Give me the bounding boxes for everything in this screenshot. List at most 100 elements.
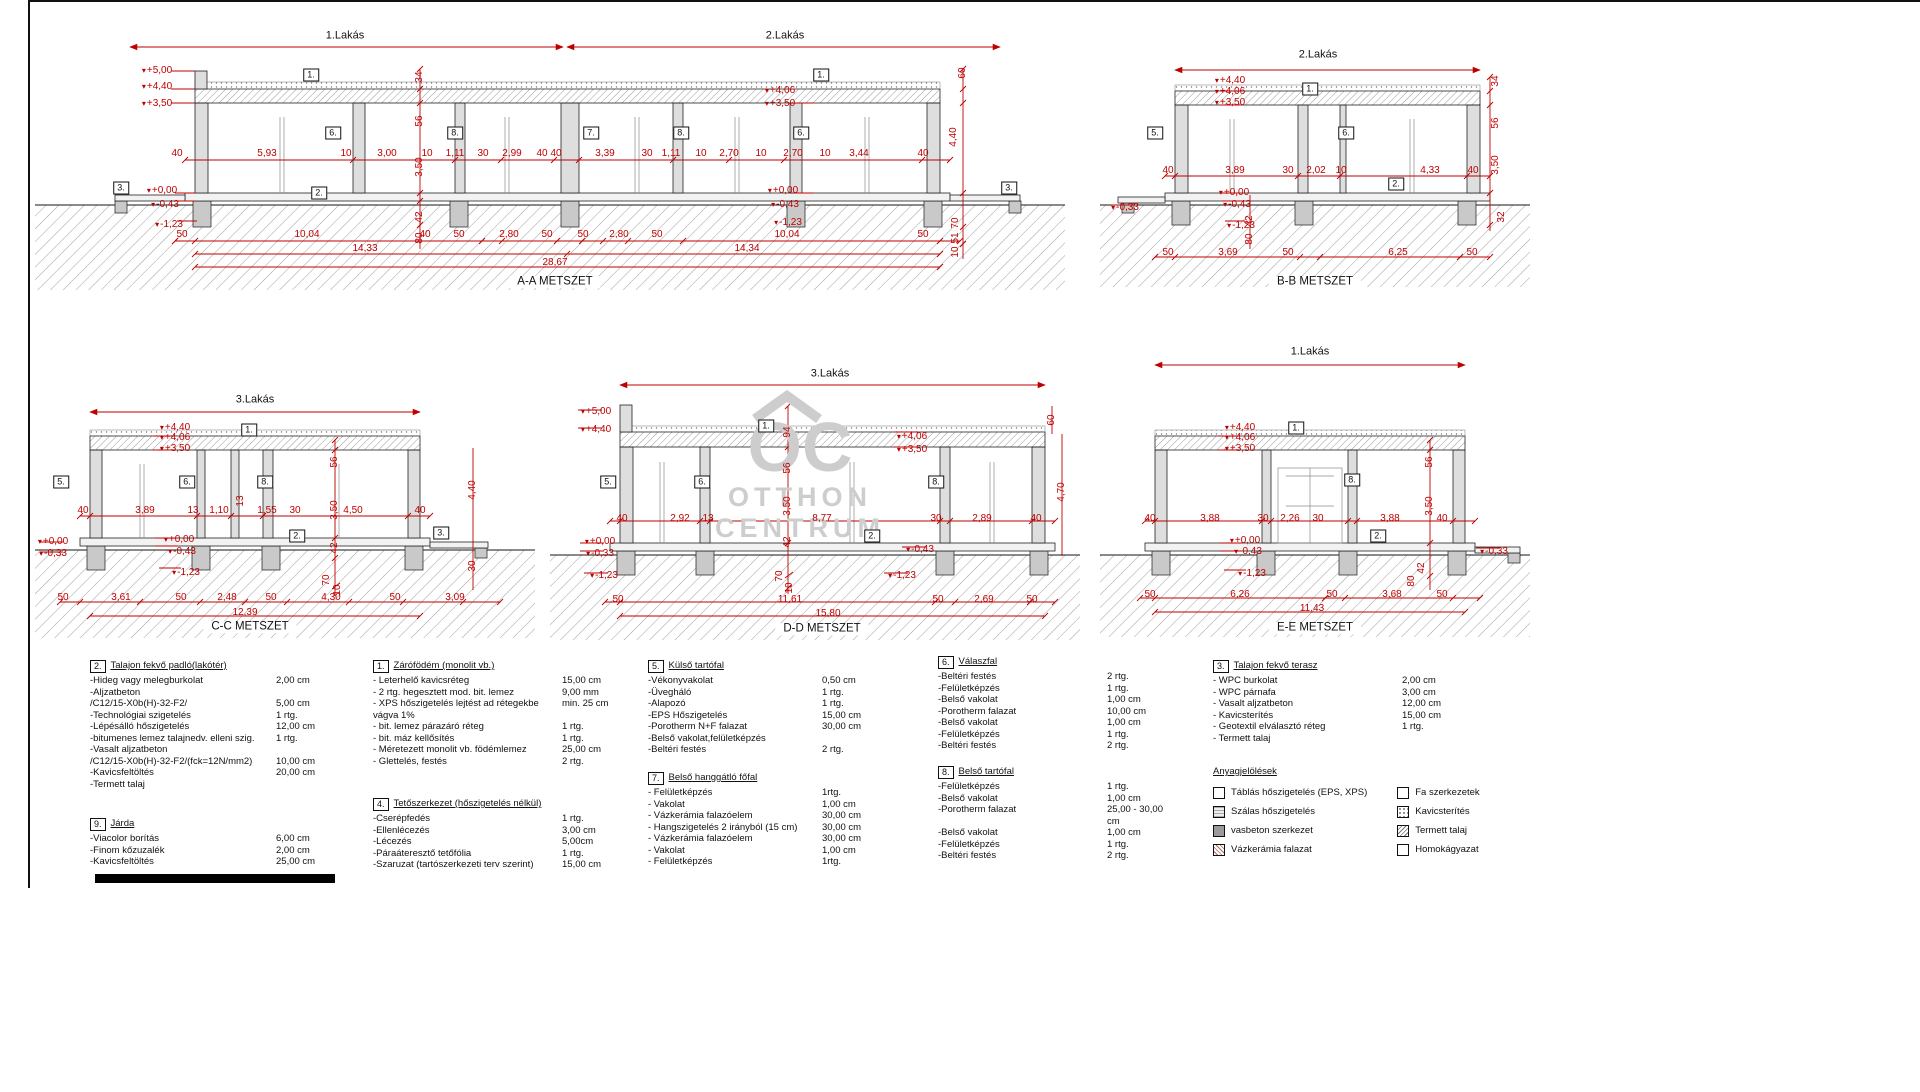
- legend-item-value: 2 rtg.: [1107, 671, 1129, 682]
- legend-item-name: - Leterhelő kavicsréteg: [373, 675, 470, 686]
- detail-ref-marker: 6.: [1338, 126, 1354, 140]
- elevation-marker: -1,23: [155, 220, 183, 230]
- legend-item-value: 15,00 cm: [822, 709, 862, 721]
- legend-item-value: 30,00 cm: [822, 721, 862, 732]
- legend-item-value: 1 rtg.: [562, 732, 584, 744]
- dimension-label: 50: [1026, 594, 1038, 605]
- dimension-label: 6,26: [1230, 589, 1250, 600]
- legend-block-floor-ground: 2.Talajon fekvő padló(lakótér)-Hideg vag…: [90, 660, 342, 790]
- section-title: E-E METSZET: [1268, 622, 1362, 634]
- legend-item-value: 12,00 cm: [276, 721, 316, 732]
- section-title: B-B METSZET: [1268, 276, 1362, 288]
- detail-ref-marker: 6.: [694, 475, 710, 489]
- dimension-label: 3,50: [1424, 496, 1435, 516]
- dimension-label: 3,89: [1225, 165, 1245, 176]
- detail-ref-marker: 8.: [673, 126, 689, 140]
- legend-item-value: 2 rtg.: [1107, 740, 1129, 751]
- dimension-label: 40: [419, 229, 431, 240]
- legend-item-name: -Beltéri festés: [648, 744, 707, 755]
- dimension-label: 30: [1282, 165, 1294, 176]
- dimension-label: 3,50: [414, 157, 425, 177]
- dimension-label: 50: [1282, 247, 1294, 258]
- legend-item-name: - Kavicsterítés: [1213, 709, 1274, 721]
- elevation-marker: +3,50: [1215, 98, 1245, 108]
- material-label: Vázkerámia falazat: [1231, 843, 1312, 855]
- material-item: Fa szerkezetek: [1397, 786, 1480, 799]
- legend-item-value: 1rtg.: [822, 856, 842, 867]
- legend-block-title: Belső tartófal: [958, 766, 1014, 777]
- building-structure: [609, 404, 1056, 576]
- legend-item: -bitumenes lemez talajnedv. elleni szig.…: [90, 733, 342, 745]
- legend-item-value: 25,00 - 30,00 cm: [1107, 804, 1163, 827]
- dimension-label: 30: [1312, 513, 1324, 524]
- detail-ref-marker: 1.: [758, 419, 774, 433]
- legend-item-value: 1,00 cm: [1107, 717, 1141, 728]
- dimension-label: 3,88: [1380, 513, 1400, 524]
- elevation-marker: +4,40: [1225, 423, 1255, 433]
- legend-block-title: Talajon fekvő padló(lakótér): [110, 660, 227, 671]
- detail-ref-marker: 8.: [928, 475, 944, 489]
- legend-block-number: 7.: [648, 772, 664, 785]
- sand-swatch-icon: [1397, 843, 1410, 856]
- legend-item-name: - WPC burkolat: [1213, 675, 1278, 686]
- detail-ref-marker: 2.: [864, 529, 880, 543]
- legend-item: -Belső vakolat,felületképzés: [648, 733, 888, 745]
- section-aa-drawing: [35, 43, 1065, 290]
- detail-ref-marker: 6.: [793, 126, 809, 140]
- section-bb: 2.Lakás+4,40+4,06+3,50-0,33+0,00-0,43-1,…: [1100, 45, 1530, 295]
- dimension-label: 2,70: [719, 148, 739, 159]
- dimension-label: 34: [1490, 75, 1501, 87]
- legend-item-value: 25,00 cm: [276, 856, 316, 867]
- detail-ref-marker: 6.: [179, 475, 195, 489]
- dimension-label: 50: [541, 229, 553, 240]
- material-item: Szálas hőszigetelés: [1213, 805, 1367, 818]
- sheet-frame-left: [28, 0, 30, 888]
- legend-item-name: -Alapozó: [648, 698, 686, 709]
- dimension-label: 56: [414, 115, 425, 127]
- elevation-marker: +4,06: [897, 432, 927, 442]
- detail-ref-marker: 5.: [53, 475, 69, 489]
- legend-item-value: 3,00 cm: [1402, 686, 1436, 698]
- dimension-label: 3,00: [377, 148, 397, 159]
- materials-columns: Táblás hőszigetelés (EPS, XPS) Szálas hős…: [1213, 786, 1513, 863]
- legend-item: /C12/15-X0b(H)-32-F2/(fck=12N/mm2)10,00 …: [90, 756, 342, 768]
- legend-item-value: 3,00 cm: [562, 824, 596, 836]
- legend-block-title: Külső tartófal: [668, 660, 724, 671]
- legend-item-value: 1,00 cm: [1107, 694, 1141, 705]
- legend-item: -Termett talaj: [90, 779, 342, 791]
- materials-legend-title: Anyagjelölések: [1213, 766, 1277, 777]
- legend-item-value: 1 rtg.: [822, 698, 844, 709]
- material-item: Homokágyazat: [1397, 843, 1479, 856]
- legend-item-name: -Kavicsfeltöltés: [90, 856, 154, 867]
- dimension-label: 42: [1416, 562, 1427, 574]
- detail-ref-marker: 3.: [433, 526, 449, 540]
- legend-item-name: - bit. lemez párazáró réteg: [373, 721, 484, 732]
- dimension-label: 56: [782, 462, 793, 474]
- dimension-label: 10: [421, 148, 433, 159]
- material-label: Táblás hőszigetelés (EPS, XPS): [1231, 786, 1368, 798]
- wood-swatch-icon: [1397, 786, 1410, 799]
- material-item: Táblás hőszigetelés (EPS, XPS): [1213, 786, 1368, 799]
- dimension-label: 50: [1466, 247, 1478, 258]
- legend-item-name: /C12/15-X0b(H)-32-F2/(fck=12N/mm2): [90, 755, 253, 767]
- legend-item-name: - Vakolat: [648, 798, 685, 810]
- legend-item-name: - 2 rtg. hegesztett mod. bit. lemez: [373, 686, 514, 698]
- dimension-label: 50: [176, 229, 188, 240]
- detail-ref-marker: 2.: [289, 529, 305, 543]
- legend-item-value: 1 rtg.: [562, 721, 584, 732]
- dimension-label: 3,50: [329, 500, 340, 520]
- dimension-label: 60: [1046, 414, 1057, 426]
- material-item: Kavicsterítés: [1397, 805, 1479, 818]
